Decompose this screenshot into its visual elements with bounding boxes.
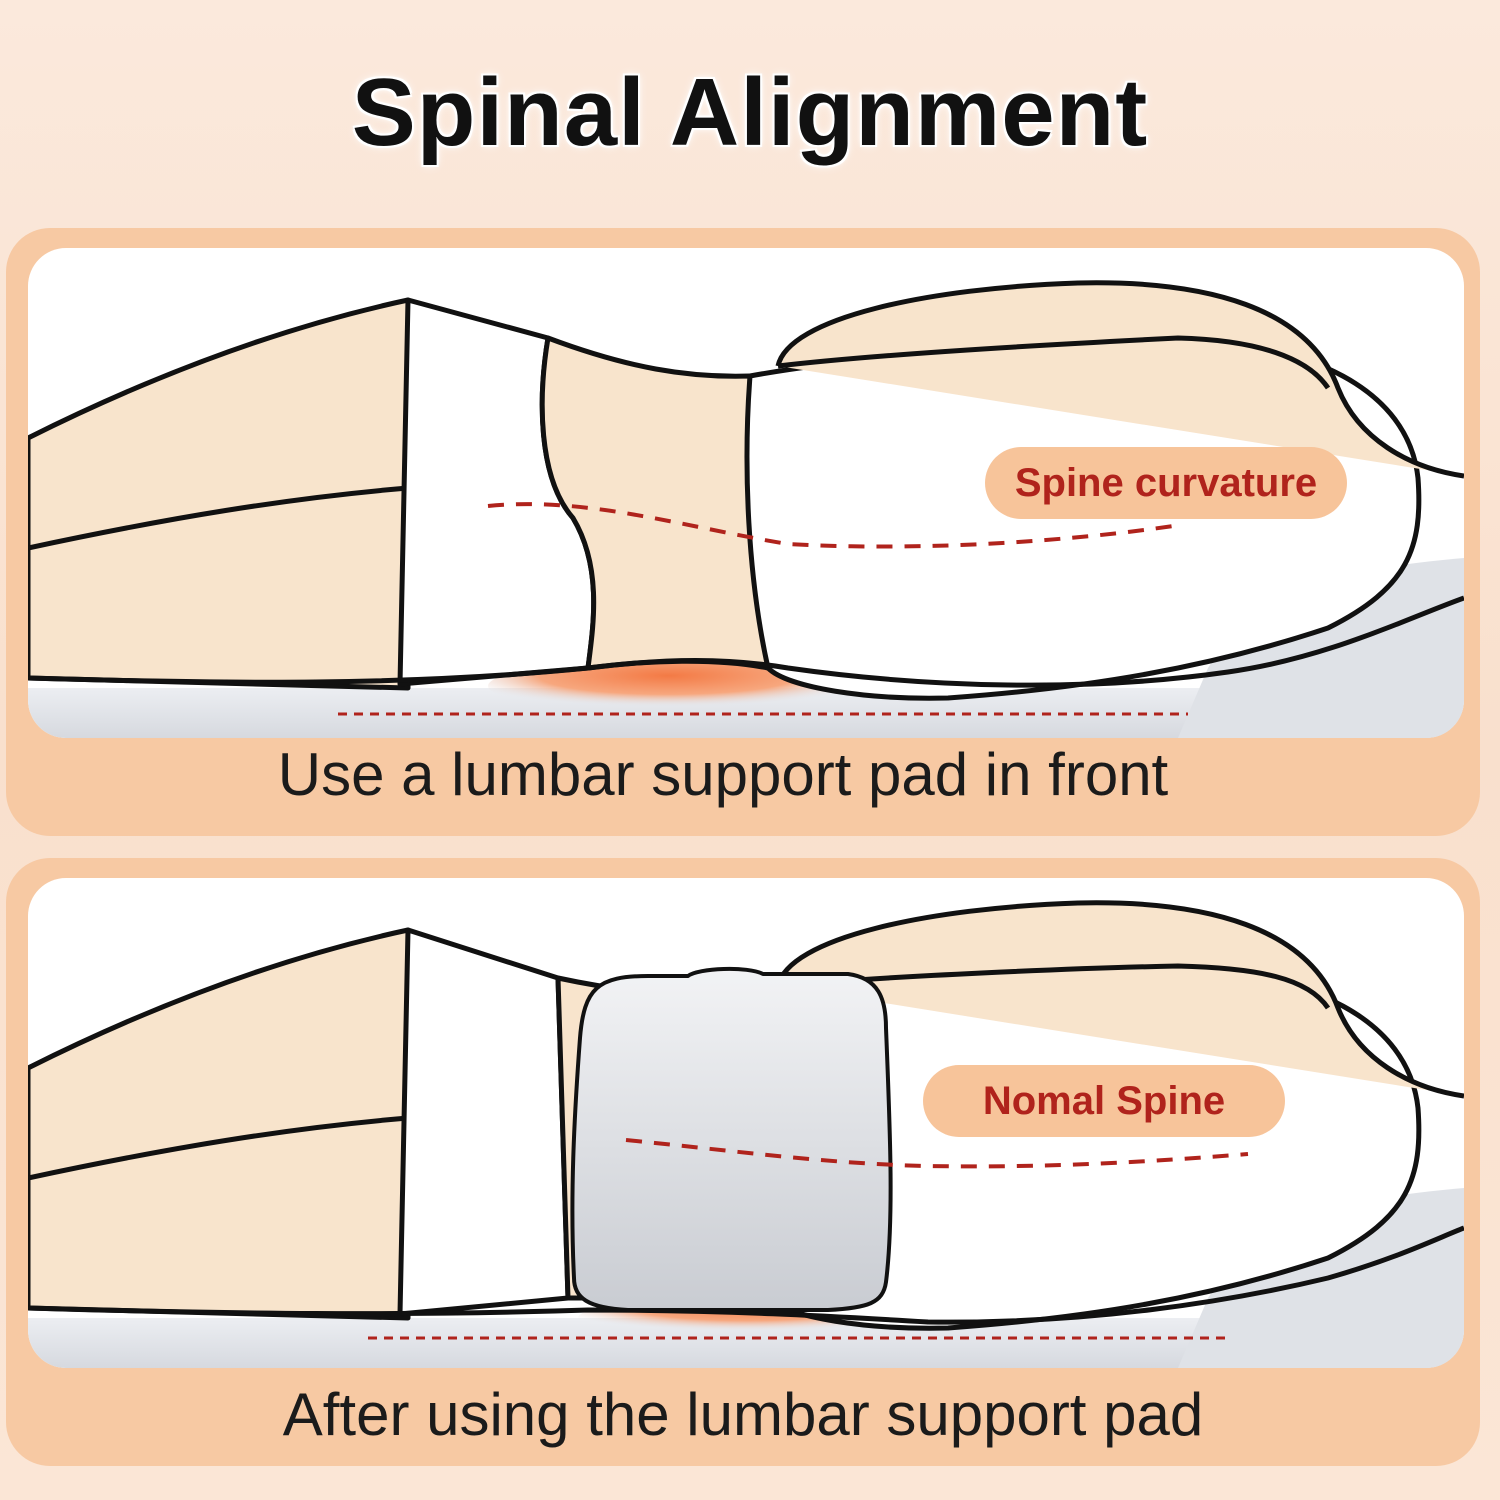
page-title: Spinal Alignment [351,59,1149,166]
pressure-glow [488,660,848,712]
caption-after: After using the lumbar support pad [282,1381,1204,1448]
panel-after: Nomal Spine After using the lumbar suppo… [6,858,1480,1466]
panel-before: Spine curvature Use a lumbar support pad… [6,228,1480,836]
spine-curve-line [487,502,1174,549]
label-spine-curvature: Spine curvature [985,447,1347,519]
scene-spine-curvature: Spine curvature [28,248,1464,738]
spine-normal-line [625,1138,1249,1169]
scene-normal-spine: Nomal Spine [28,878,1464,1368]
body-illustration-after [28,900,1464,1368]
lumbar-pad [570,966,893,1312]
label-normal-spine: Nomal Spine [923,1065,1285,1137]
arm [775,280,1464,479]
arm [775,900,1464,1099]
caption-before: Use a lumbar support pad in front [277,741,1169,808]
legs [28,297,411,691]
pillow [1178,558,1464,738]
legs [28,927,411,1321]
shorts [397,927,571,1317]
